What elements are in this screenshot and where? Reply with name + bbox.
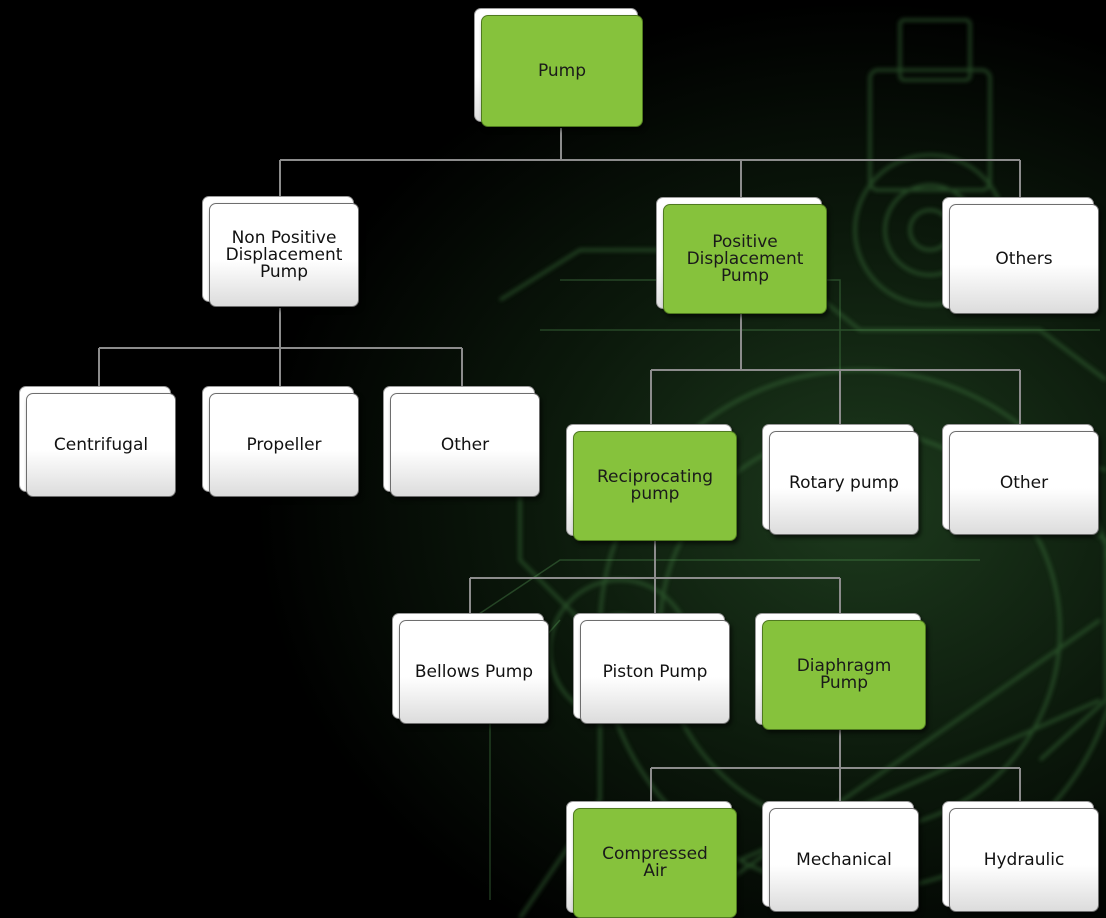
node-label: Piston Pump bbox=[602, 661, 708, 682]
node-front-card: Propeller bbox=[209, 393, 359, 497]
node-front-card: Positive Displacement Pump bbox=[663, 204, 827, 314]
node-label: Positive Displacement Pump bbox=[686, 231, 804, 286]
node-front-card: Bellows Pump bbox=[399, 620, 549, 724]
node-label: Pump bbox=[537, 60, 587, 81]
node-label: Compressed Air bbox=[602, 844, 708, 881]
node-front-card: Others bbox=[949, 204, 1099, 314]
node-front-card: Piston Pump bbox=[580, 620, 730, 724]
node-label: Other bbox=[440, 434, 490, 455]
node-front-card: Other bbox=[390, 393, 540, 497]
node-label: Other bbox=[999, 472, 1049, 493]
node-label: Non Positive Displacement Pump bbox=[225, 227, 343, 282]
node-label: Others bbox=[995, 248, 1053, 269]
node-front-card: Hydraulic bbox=[949, 808, 1099, 912]
node-front-card: Other bbox=[949, 431, 1099, 535]
node-label: Bellows Pump bbox=[414, 661, 534, 682]
node-label: Mechanical bbox=[796, 849, 892, 870]
node-front-card: Diaphragm Pump bbox=[762, 620, 926, 730]
node-front-card: Non Positive Displacement Pump bbox=[209, 203, 359, 307]
node-label: Reciprocating pump bbox=[596, 467, 714, 504]
node-label: Rotary pump bbox=[789, 472, 899, 493]
node-front-card: Reciprocating pump bbox=[573, 431, 737, 541]
node-front-card: Rotary pump bbox=[769, 431, 919, 535]
node-label: Diaphragm Pump bbox=[796, 656, 892, 693]
node-label: Hydraulic bbox=[983, 849, 1065, 870]
node-front-card: Compressed Air bbox=[573, 808, 737, 918]
node-front-card: Pump bbox=[481, 15, 643, 127]
node-label: Centrifugal bbox=[53, 434, 149, 455]
node-front-card: Centrifugal bbox=[26, 393, 176, 497]
node-label: Propeller bbox=[246, 434, 322, 455]
node-front-card: Mechanical bbox=[769, 808, 919, 912]
